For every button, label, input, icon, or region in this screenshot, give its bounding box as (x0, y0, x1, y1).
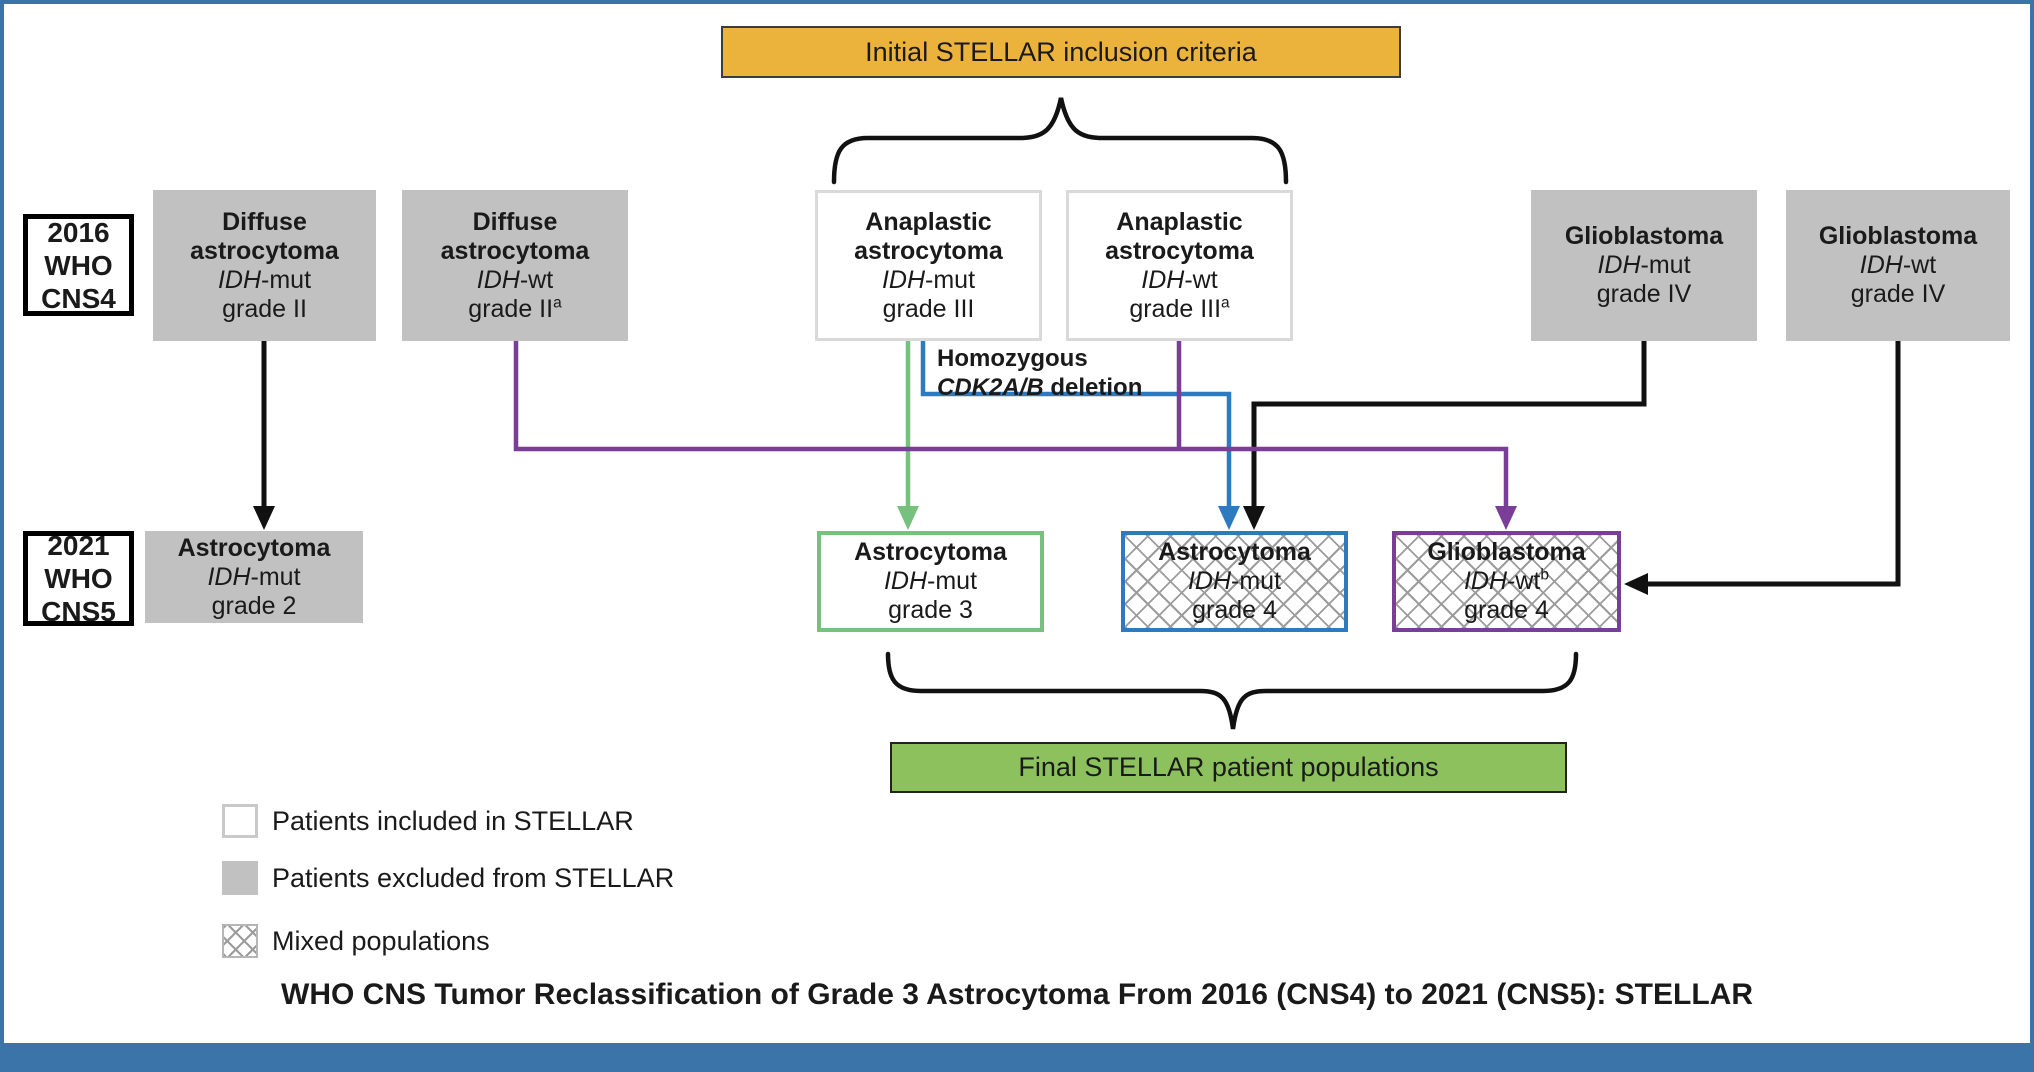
line-gbm-wt-to-gbm4 (1646, 341, 1901, 587)
top-brace (831, 97, 1289, 185)
grade-footnote: a (1221, 294, 1230, 312)
node-title: Glioblastoma (1818, 222, 1978, 250)
gene-label: IDH (217, 265, 262, 294)
era-2021-who: WHO (44, 563, 113, 594)
node-title: Diffuse astrocytoma (440, 207, 590, 265)
arrowhead-gbm-mut (1243, 506, 1265, 530)
node-2021-astrocytoma-grade2: Astrocytoma IDH-mut grade 2 (145, 531, 363, 623)
grade-label: grade 2 (211, 591, 297, 620)
annotation-gene: CDK2A/B (937, 374, 1044, 401)
gene-suffix: -mut (1231, 567, 1282, 595)
node-title: Astrocytoma (177, 533, 331, 562)
legend-label: Mixed populations (272, 925, 490, 956)
grade-label: grade III (1129, 294, 1222, 323)
gene-suffix: -mut (261, 265, 312, 294)
final-populations-banner: Final STELLAR patient populations (890, 742, 1567, 793)
gene-label: IDH (1463, 567, 1508, 595)
gene-label: IDH (207, 562, 251, 591)
node-2016-diffuse-idh-mut: Diffuse astrocytoma IDH-mut grade II (153, 190, 376, 341)
gene-label: IDH (1141, 265, 1185, 294)
legend-item-excluded: Patients excluded from STELLAR (222, 861, 674, 895)
node-2021-glioblastoma-grade4: Glioblastoma IDH-wtb grade 4 (1392, 531, 1621, 632)
node-2021-astrocytoma-grade4: Astrocytoma IDH-mut grade 4 (1121, 531, 1348, 632)
era-2016-cns: CNS4 (41, 282, 116, 314)
gene-suffix: -wt (1507, 567, 1541, 595)
bottom-bar (0, 1043, 2034, 1072)
grade-label: grade 4 (1192, 596, 1277, 624)
era-2021-year: 2021 (47, 530, 110, 561)
gene-label: IDH (883, 567, 928, 595)
era-label-2021: 2021 WHO CNS5 (23, 530, 134, 627)
grade-label: grade IV (1850, 280, 1946, 308)
gene-suffix: -wt (1902, 251, 1937, 279)
line-cdk-deletion-blue (920, 341, 1232, 510)
bottom-brace (885, 651, 1579, 730)
node-title: Glioblastoma (1427, 538, 1586, 566)
node-2016-anaplastic-idh-mut: Anaplastic astrocytoma IDH-mut grade III (815, 190, 1042, 341)
node-2021-astrocytoma-grade3: Astrocytoma IDH-mut grade 3 (817, 531, 1044, 632)
node-2016-glioblastoma-idh-mut: Glioblastoma IDH-mut grade IV (1531, 190, 1757, 341)
gene-suffix: -mut (250, 562, 301, 591)
node-2016-diffuse-idh-wt: Diffuse astrocytoma IDH-wt grade IIa (402, 190, 628, 341)
excluded-swatch (222, 861, 258, 895)
grade-label: grade 4 (1464, 596, 1549, 624)
grade-label: grade III (882, 294, 975, 323)
line-gbm-mut-to-grade4 (1251, 341, 1647, 510)
gene-label: IDH (1187, 567, 1232, 595)
initial-criteria-label: Initial STELLAR inclusion criteria (865, 36, 1257, 67)
annotation-rest: deletion (1043, 374, 1143, 401)
grade-footnote: a (553, 294, 562, 312)
final-populations-label: Final STELLAR patient populations (1018, 752, 1439, 782)
legend-item-included: Patients included in STELLAR (222, 804, 634, 838)
node-title: Glioblastoma (1564, 222, 1724, 250)
arrowhead-gbm-wt (1624, 573, 1648, 595)
node-title: Astrocytoma (1158, 538, 1311, 566)
mixed-swatch (222, 924, 258, 958)
grade-label: grade 3 (888, 596, 973, 624)
gene-label: IDH (881, 265, 926, 294)
era-label-2016: 2016 WHO CNS4 (23, 214, 134, 316)
gene-suffix: -wt (1184, 265, 1218, 294)
arrowhead-green (897, 506, 919, 530)
node-2016-glioblastoma-idh-wt: Glioblastoma IDH-wt grade IV (1786, 190, 2010, 341)
arrowhead-grade2 (253, 506, 275, 530)
grade-label: grade IV (1596, 280, 1692, 308)
era-2016-who: WHO (44, 249, 113, 281)
legend-label: Patients excluded from STELLAR (272, 862, 675, 893)
figure-title: WHO CNS Tumor Reclassification of Grade … (281, 978, 1753, 1011)
node-title: Anaplastic astrocytoma (854, 207, 1003, 265)
node-2016-anaplastic-idh-wt: Anaplastic astrocytoma IDH-wt grade IIIa (1066, 190, 1293, 341)
grade-label: grade II (468, 294, 554, 323)
arrowhead-purple (1495, 506, 1517, 530)
gene-label: IDH (1597, 251, 1641, 279)
annotation-line1: Homozygous (937, 345, 1088, 372)
gene-label: IDH (476, 265, 520, 294)
gene-suffix: -wt (519, 265, 554, 294)
era-2021-cns: CNS5 (41, 596, 116, 627)
homozygous-deletion-label: Homozygous CDK2A/B deletion (937, 344, 1142, 402)
gene-suffix: -mut (927, 567, 978, 595)
era-2016-year: 2016 (47, 216, 110, 248)
line-purple-to-gbm4 (513, 341, 1509, 510)
gene-suffix: -mut (1640, 251, 1691, 279)
gene-label: IDH (1859, 251, 1903, 279)
node-title: Diffuse astrocytoma (190, 207, 339, 265)
gene-footnote: b (1540, 566, 1549, 584)
node-title: Anaplastic astrocytoma (1105, 207, 1254, 265)
initial-criteria-banner: Initial STELLAR inclusion criteria (721, 26, 1401, 78)
grade-label: grade II (222, 294, 307, 323)
node-title: Astrocytoma (854, 538, 1007, 566)
included-swatch (222, 804, 258, 838)
gene-suffix: -mut (925, 265, 976, 294)
legend-item-mixed: Mixed populations (222, 924, 490, 958)
legend-label: Patients included in STELLAR (272, 805, 634, 836)
arrowhead-blue (1218, 506, 1240, 530)
